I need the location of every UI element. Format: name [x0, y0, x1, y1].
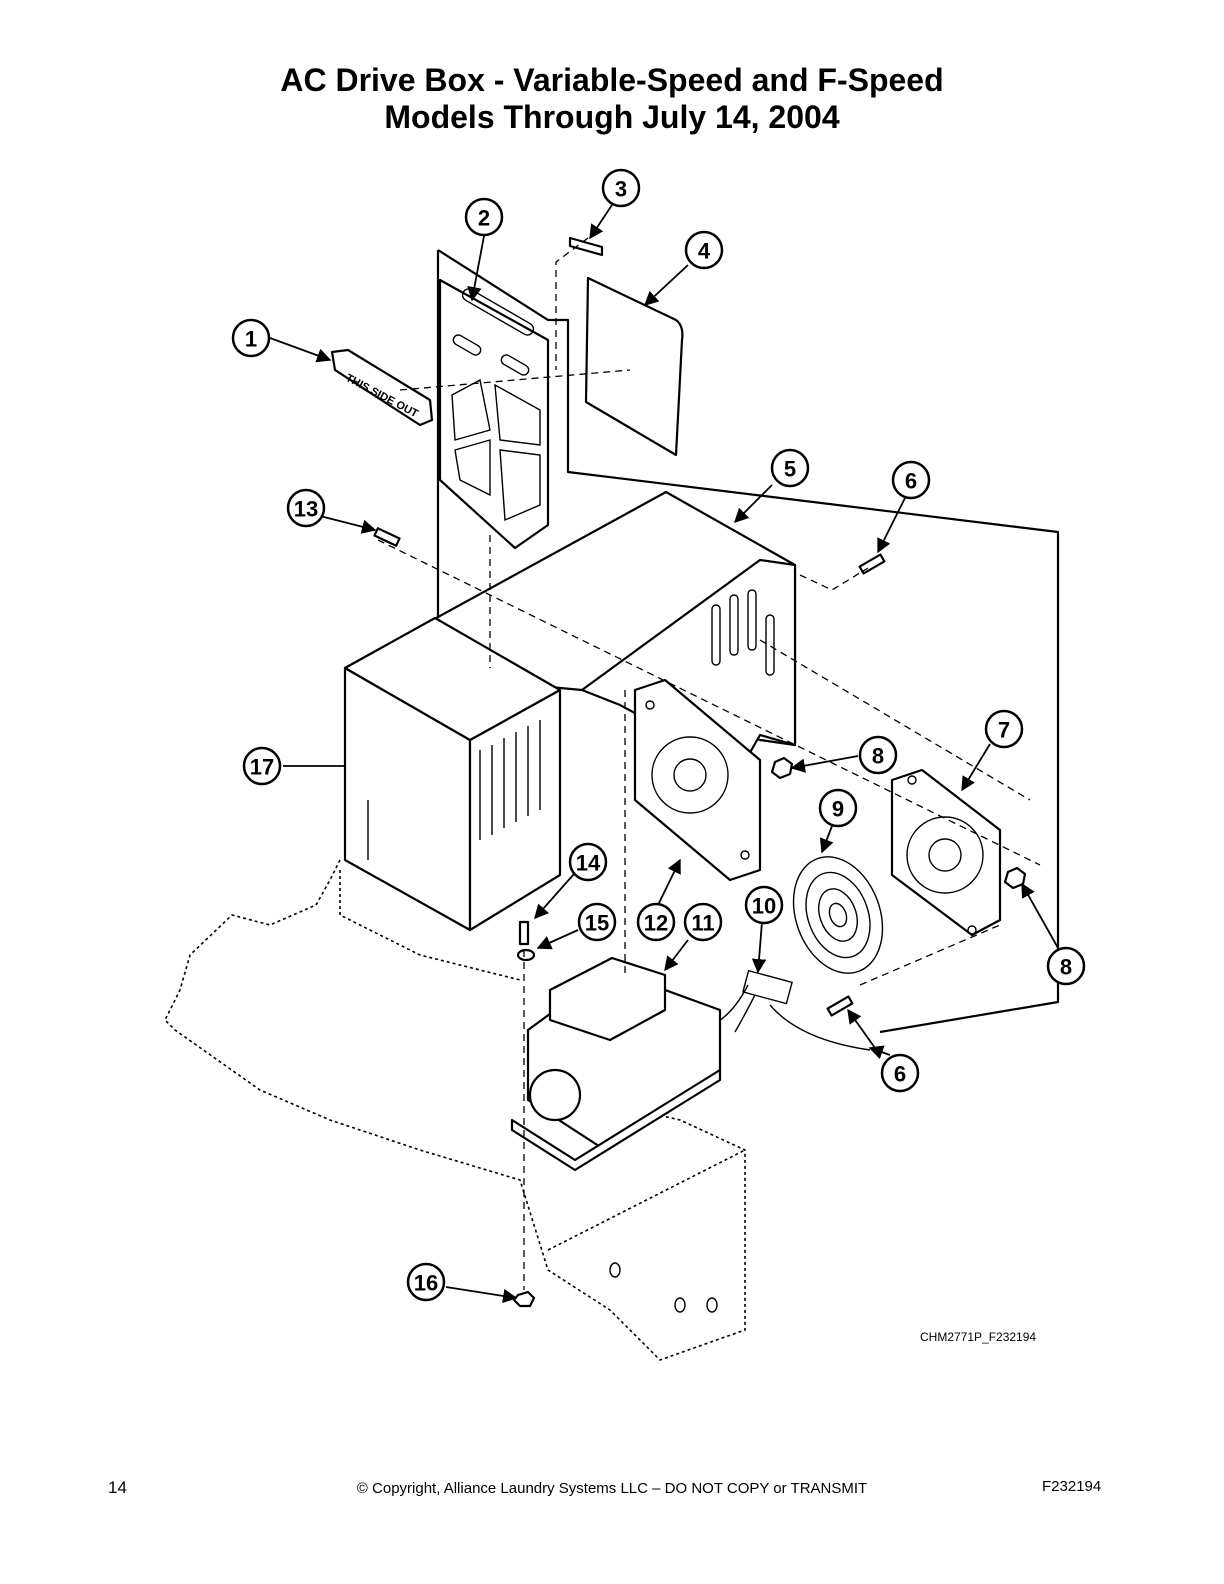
- callout-15-label: 15: [585, 911, 609, 936]
- transformer-part-11: [510, 956, 722, 1172]
- bolt-part-14: [518, 920, 530, 946]
- callout-17-label: 17: [250, 755, 274, 780]
- callout-13-label: 13: [294, 497, 318, 522]
- callout-1: 1: [231, 318, 271, 358]
- strip-part-3: [568, 236, 604, 257]
- screw-part-13: [373, 527, 401, 547]
- leader-lines: [269, 204, 1059, 1304]
- label-sticker-part-1: THIS SIDE OUT: [330, 348, 434, 427]
- callout-6-lower: 6: [880, 1053, 920, 1093]
- page-title-line-2: Models Through July 14, 2004: [384, 99, 840, 135]
- callout-14-label: 14: [576, 851, 601, 876]
- callout-6-upper-label: 6: [905, 469, 917, 494]
- callout-9: 9: [818, 788, 858, 828]
- callout-8-lower-label: 8: [1060, 955, 1072, 980]
- callout-6-lower-label: 6: [894, 1062, 906, 1087]
- nut-part-8-upper: [770, 756, 794, 780]
- fan-part-7: [890, 768, 1002, 937]
- callout-10-label: 10: [752, 894, 776, 919]
- document-number: F232194: [1042, 1478, 1102, 1495]
- page-title-line-1: AC Drive Box - Variable-Speed and F-Spee…: [280, 62, 944, 98]
- callout-13: 13: [286, 488, 326, 528]
- front-panel-part-2: [438, 278, 550, 550]
- nut-part-16: [512, 1290, 536, 1308]
- base-plate-dashed: [164, 859, 746, 1361]
- fan-part-12: [633, 678, 762, 882]
- harness-part-10: [719, 969, 871, 1051]
- callout-16-label: 16: [414, 1271, 438, 1296]
- page-number: 14: [108, 1478, 127, 1497]
- callout-15: 15: [577, 902, 617, 942]
- cover-sheet-part-4: [584, 276, 684, 457]
- callout-5: 5: [770, 448, 810, 488]
- enclosure-part-5: [343, 490, 797, 772]
- callout-8-upper: 8: [858, 735, 898, 775]
- callout-9-label: 9: [832, 797, 844, 822]
- callout-5-label: 5: [784, 457, 796, 482]
- copyright-notice: © Copyright, Alliance Laundry Systems LL…: [356, 1480, 868, 1497]
- callout-2-label: 2: [478, 206, 490, 231]
- housing-part-17: [343, 616, 562, 932]
- screw-part-6-lower: [826, 995, 854, 1017]
- callout-4: 4: [684, 230, 724, 270]
- back-panel-outline: [436, 249, 1060, 1034]
- callout-12-label: 12: [644, 911, 668, 936]
- callout-12: 12: [636, 902, 676, 942]
- assembly-lines: [377, 237, 1041, 1290]
- figure-reference: CHM2771P_F232194: [920, 1330, 1037, 1344]
- callout-3-label: 3: [615, 177, 627, 202]
- fan-guard-part-9: [792, 856, 884, 974]
- callout-6-upper: 6: [891, 460, 931, 500]
- callout-1-label: 1: [245, 327, 257, 352]
- callout-11-label: 11: [691, 911, 714, 936]
- callout-10: 10: [744, 885, 784, 925]
- callout-8-lower: 8: [1046, 946, 1086, 986]
- washer-part-15: [516, 948, 536, 962]
- callout-3: 3: [601, 168, 641, 208]
- callout-7-label: 7: [998, 718, 1010, 743]
- callout-2: 2: [464, 197, 504, 237]
- callout-4-label: 4: [698, 239, 711, 264]
- callout-17: 17: [242, 746, 282, 786]
- callout-16: 16: [406, 1262, 446, 1302]
- callout-8-upper-label: 8: [872, 744, 884, 769]
- callout-14: 14: [568, 842, 608, 882]
- callout-7: 7: [984, 709, 1024, 749]
- callout-11: 11: [683, 902, 723, 942]
